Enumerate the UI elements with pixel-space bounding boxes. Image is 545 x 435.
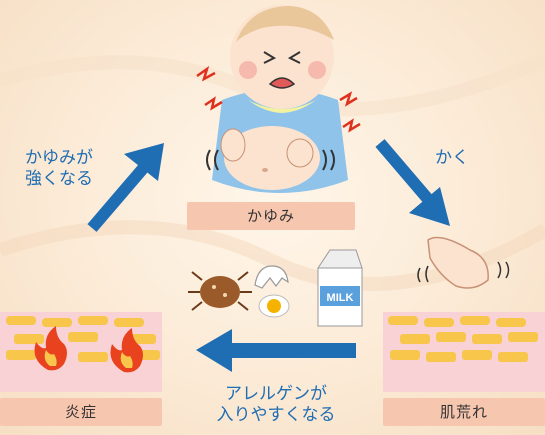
node-inflammation: 炎症 xyxy=(0,398,162,426)
arrow-itch-to-scratch xyxy=(375,139,450,226)
edge-label-allergen-line2: 入りやすくなる xyxy=(216,405,336,425)
node-rough-skin: 肌荒れ xyxy=(383,398,545,426)
inflamed-skin-illustration xyxy=(0,312,162,392)
cracked-egg-icon xyxy=(254,265,290,318)
scratching-hand-illustration xyxy=(417,236,510,289)
edge-label-itch-stronger: かゆみが 強くなる xyxy=(14,148,104,190)
node-itch: かゆみ xyxy=(187,202,355,230)
milk-carton-icon xyxy=(317,249,363,327)
flame-icon xyxy=(110,328,143,373)
edge-label-scratch: かく xyxy=(435,148,469,168)
flame-icon xyxy=(34,326,67,371)
arrow-inflammation-to-itch xyxy=(87,143,164,232)
edge-label-itch-stronger-line1: かゆみが xyxy=(25,148,93,168)
edge-label-itch-stronger-line2: 強くなる xyxy=(25,169,93,189)
edge-label-allergen: アレルゲンが 入りやすくなる xyxy=(196,384,356,426)
edge-label-allergen-line1: アレルゲンが xyxy=(225,384,327,404)
itching-baby-illustration xyxy=(196,5,361,193)
arrow-rough-to-inflammation xyxy=(196,329,356,372)
rough-skin-illustration xyxy=(383,312,545,392)
mite-icon xyxy=(188,271,252,311)
milk-carton-label: MILK xyxy=(327,292,354,304)
